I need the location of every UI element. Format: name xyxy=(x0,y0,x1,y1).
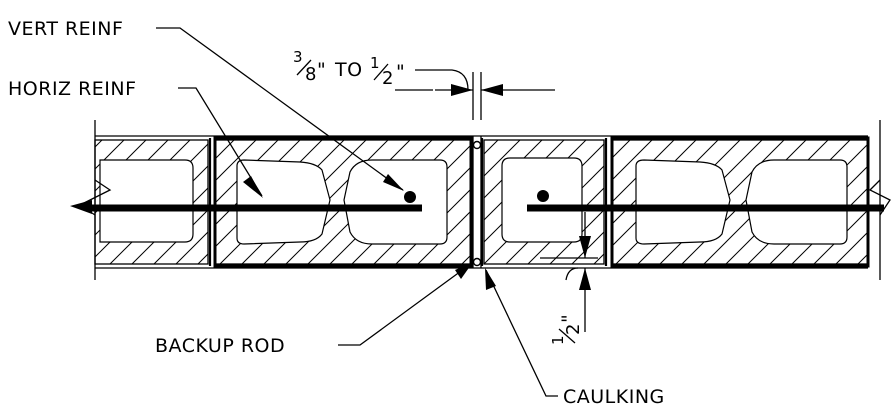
depth-dimension xyxy=(540,212,598,332)
joint-width-label: 3 8 " TO 1 2 " xyxy=(293,48,405,89)
caulking-leader xyxy=(485,268,558,397)
svg-text:8: 8 xyxy=(305,64,316,85)
vertical-bar-right xyxy=(537,190,549,202)
horiz-reinf-leader xyxy=(178,87,263,198)
svg-text:2: 2 xyxy=(563,324,584,335)
joint-sealant-top xyxy=(472,140,482,150)
vert-reinf-label: VERT REINF xyxy=(8,18,123,40)
svg-text:TO: TO xyxy=(334,59,363,81)
block-full-right xyxy=(611,139,869,265)
svg-text:3: 3 xyxy=(293,48,303,66)
vert-reinf-leader xyxy=(156,27,404,191)
joint-width-dimension xyxy=(395,69,555,120)
caulking-label: CAULKING xyxy=(563,386,665,407)
backup-rod-symbol xyxy=(472,257,482,267)
block-full-left xyxy=(214,139,472,265)
backup-rod-label: BACKUP ROD xyxy=(155,335,285,357)
svg-text:1: 1 xyxy=(549,335,567,345)
svg-text:": " xyxy=(558,314,580,323)
backup-rod-leader xyxy=(338,262,473,346)
masonry-wall xyxy=(78,120,891,280)
svg-text:": " xyxy=(317,59,326,81)
break-line-right xyxy=(868,179,891,216)
half-inch-label: 1 2 " xyxy=(549,314,584,345)
svg-text:1: 1 xyxy=(370,54,380,72)
svg-text:2: 2 xyxy=(382,68,393,89)
svg-text:": " xyxy=(396,61,405,83)
horiz-reinf-label: HORIZ REINF xyxy=(8,78,137,100)
horizontal-reinforcement xyxy=(70,200,884,214)
block-left-partial xyxy=(94,139,209,265)
vertical-bar-left xyxy=(404,191,416,203)
control-joint xyxy=(472,136,482,268)
